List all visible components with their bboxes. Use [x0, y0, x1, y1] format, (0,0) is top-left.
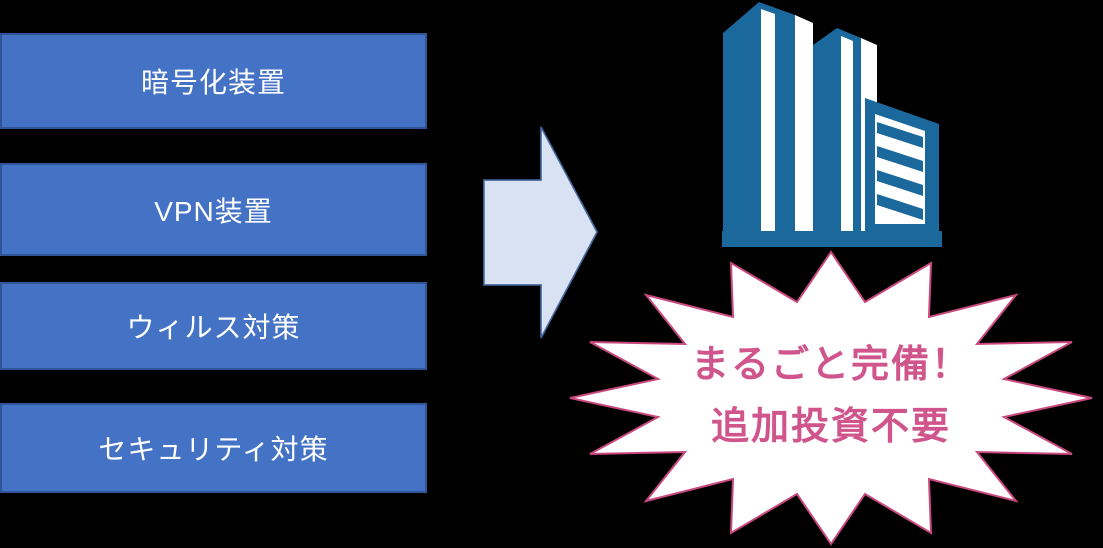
feature-box-antivirus: ウィルス対策 — [0, 282, 427, 370]
feature-box-label: 暗号化装置 — [140, 67, 286, 98]
feature-box-encryption: 暗号化装置 — [0, 33, 427, 129]
right-arrow-icon — [483, 126, 598, 339]
feature-box-security: セキュリティ対策 — [0, 403, 427, 493]
feature-box-vpn: VPN装置 — [0, 163, 427, 256]
feature-box-label: セキュリティ対策 — [98, 434, 329, 465]
feature-box-label: ウィルス対策 — [126, 312, 301, 343]
feature-box-label: VPN装置 — [154, 195, 273, 227]
starburst-shape — [569, 250, 1093, 546]
burst-message-line2: 追加投資不要 — [710, 406, 951, 448]
burst-message-line1: まるごと完備！ — [690, 344, 971, 386]
office-building-icon — [722, 2, 942, 247]
burst-message: まるごと完備！ 追加投資不要 — [568, 334, 1094, 458]
